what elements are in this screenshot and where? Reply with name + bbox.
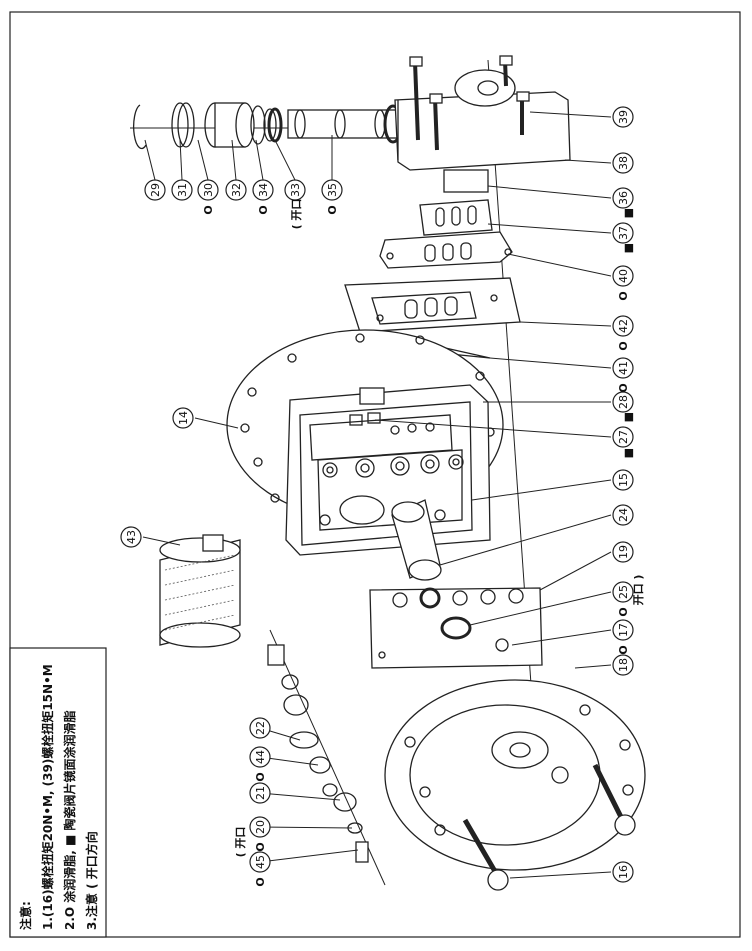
ceramic-marker-37: ■ (624, 241, 634, 254)
callout-15: 15 (617, 473, 630, 487)
callout-41: 41 (617, 361, 630, 375)
grease-marker-42: O (617, 341, 630, 350)
grease-marker-45: O (254, 877, 267, 886)
grease-marker-17: O (617, 645, 630, 654)
callout-34: 34 (257, 183, 270, 197)
shaft-assembly (133, 102, 409, 150)
callout-36: 36 (617, 191, 630, 205)
part-37 (419, 199, 493, 236)
callout-45: 45 (254, 855, 267, 869)
callout-25: 25 (617, 585, 630, 599)
drawing-frame (9, 11, 741, 938)
part-18-cover (384, 679, 646, 891)
part-19-plate (369, 587, 543, 669)
grease-marker-25: O (617, 607, 630, 616)
top-cover (394, 55, 571, 171)
callout-29: 29 (149, 183, 162, 197)
callout-39: 39 (617, 110, 630, 124)
notes-line-2: 2.O 涂润滑脂, ■ 陶瓷阀片镜面涂润滑脂 (62, 710, 77, 930)
callout-22: 22 (254, 721, 267, 735)
part-15-body (285, 384, 491, 556)
callout-37: 37 (617, 226, 630, 240)
part-43-filter (159, 534, 241, 648)
part-36 (443, 169, 489, 193)
callout-19: 19 (617, 545, 630, 559)
callout-14: 14 (177, 411, 190, 425)
ceramic-marker-36: ■ (624, 206, 634, 219)
callout-24: 24 (617, 508, 630, 522)
notes-line-3: 3.注意 ( 开口方向 (84, 831, 99, 930)
part-42 (344, 277, 521, 333)
grease-marker-35: O (326, 205, 339, 214)
grease-marker-41: O (617, 383, 630, 392)
callout-43: 43 (125, 530, 138, 544)
grease-marker-40: O (617, 291, 630, 300)
callout-27: 27 (617, 430, 630, 444)
callout-38: 38 (617, 156, 630, 170)
notes-box (9, 647, 107, 938)
callout-20: 20 (254, 820, 267, 834)
opening-marker-20: ( 开口 (234, 827, 247, 858)
grease-marker-30: O (202, 205, 215, 214)
notes-line-1: 1.(16)螺栓扭矩20N•M, (39)螺栓扭矩15N•M (40, 664, 55, 930)
callout-44: 44 (254, 750, 267, 764)
grease-marker-34: O (257, 205, 270, 214)
grease-marker-44: O (254, 772, 267, 781)
pilot-parts (267, 644, 369, 863)
callout-32: 32 (230, 183, 243, 197)
ceramic-marker-27: ■ (624, 446, 634, 459)
callout-18: 18 (617, 658, 630, 672)
ceramic-marker-28: ■ (624, 410, 634, 423)
callout-30: 30 (202, 183, 215, 197)
part-24-shaft (391, 499, 442, 581)
callout-35: 35 (326, 183, 339, 197)
callout-16: 16 (617, 865, 630, 879)
callout-31: 31 (176, 183, 189, 197)
callout-40: 40 (617, 269, 630, 283)
grease-marker-20: O (254, 842, 267, 851)
callout-28: 28 (617, 395, 630, 409)
callout-21: 21 (254, 786, 267, 800)
opening-marker-25: 开口 ) (632, 575, 645, 606)
part-40 (379, 231, 513, 269)
notes-block: 注意: 1.(16)螺栓扭矩20N•M, (39)螺栓扭矩15N•M 2.O 涂… (9, 647, 107, 938)
callout-42: 42 (617, 319, 630, 333)
callout-33: 33 (289, 183, 302, 197)
callout-17: 17 (617, 623, 630, 637)
opening-marker-33: ( 开口 (290, 199, 303, 230)
notes-title: 注意: (18, 901, 33, 930)
